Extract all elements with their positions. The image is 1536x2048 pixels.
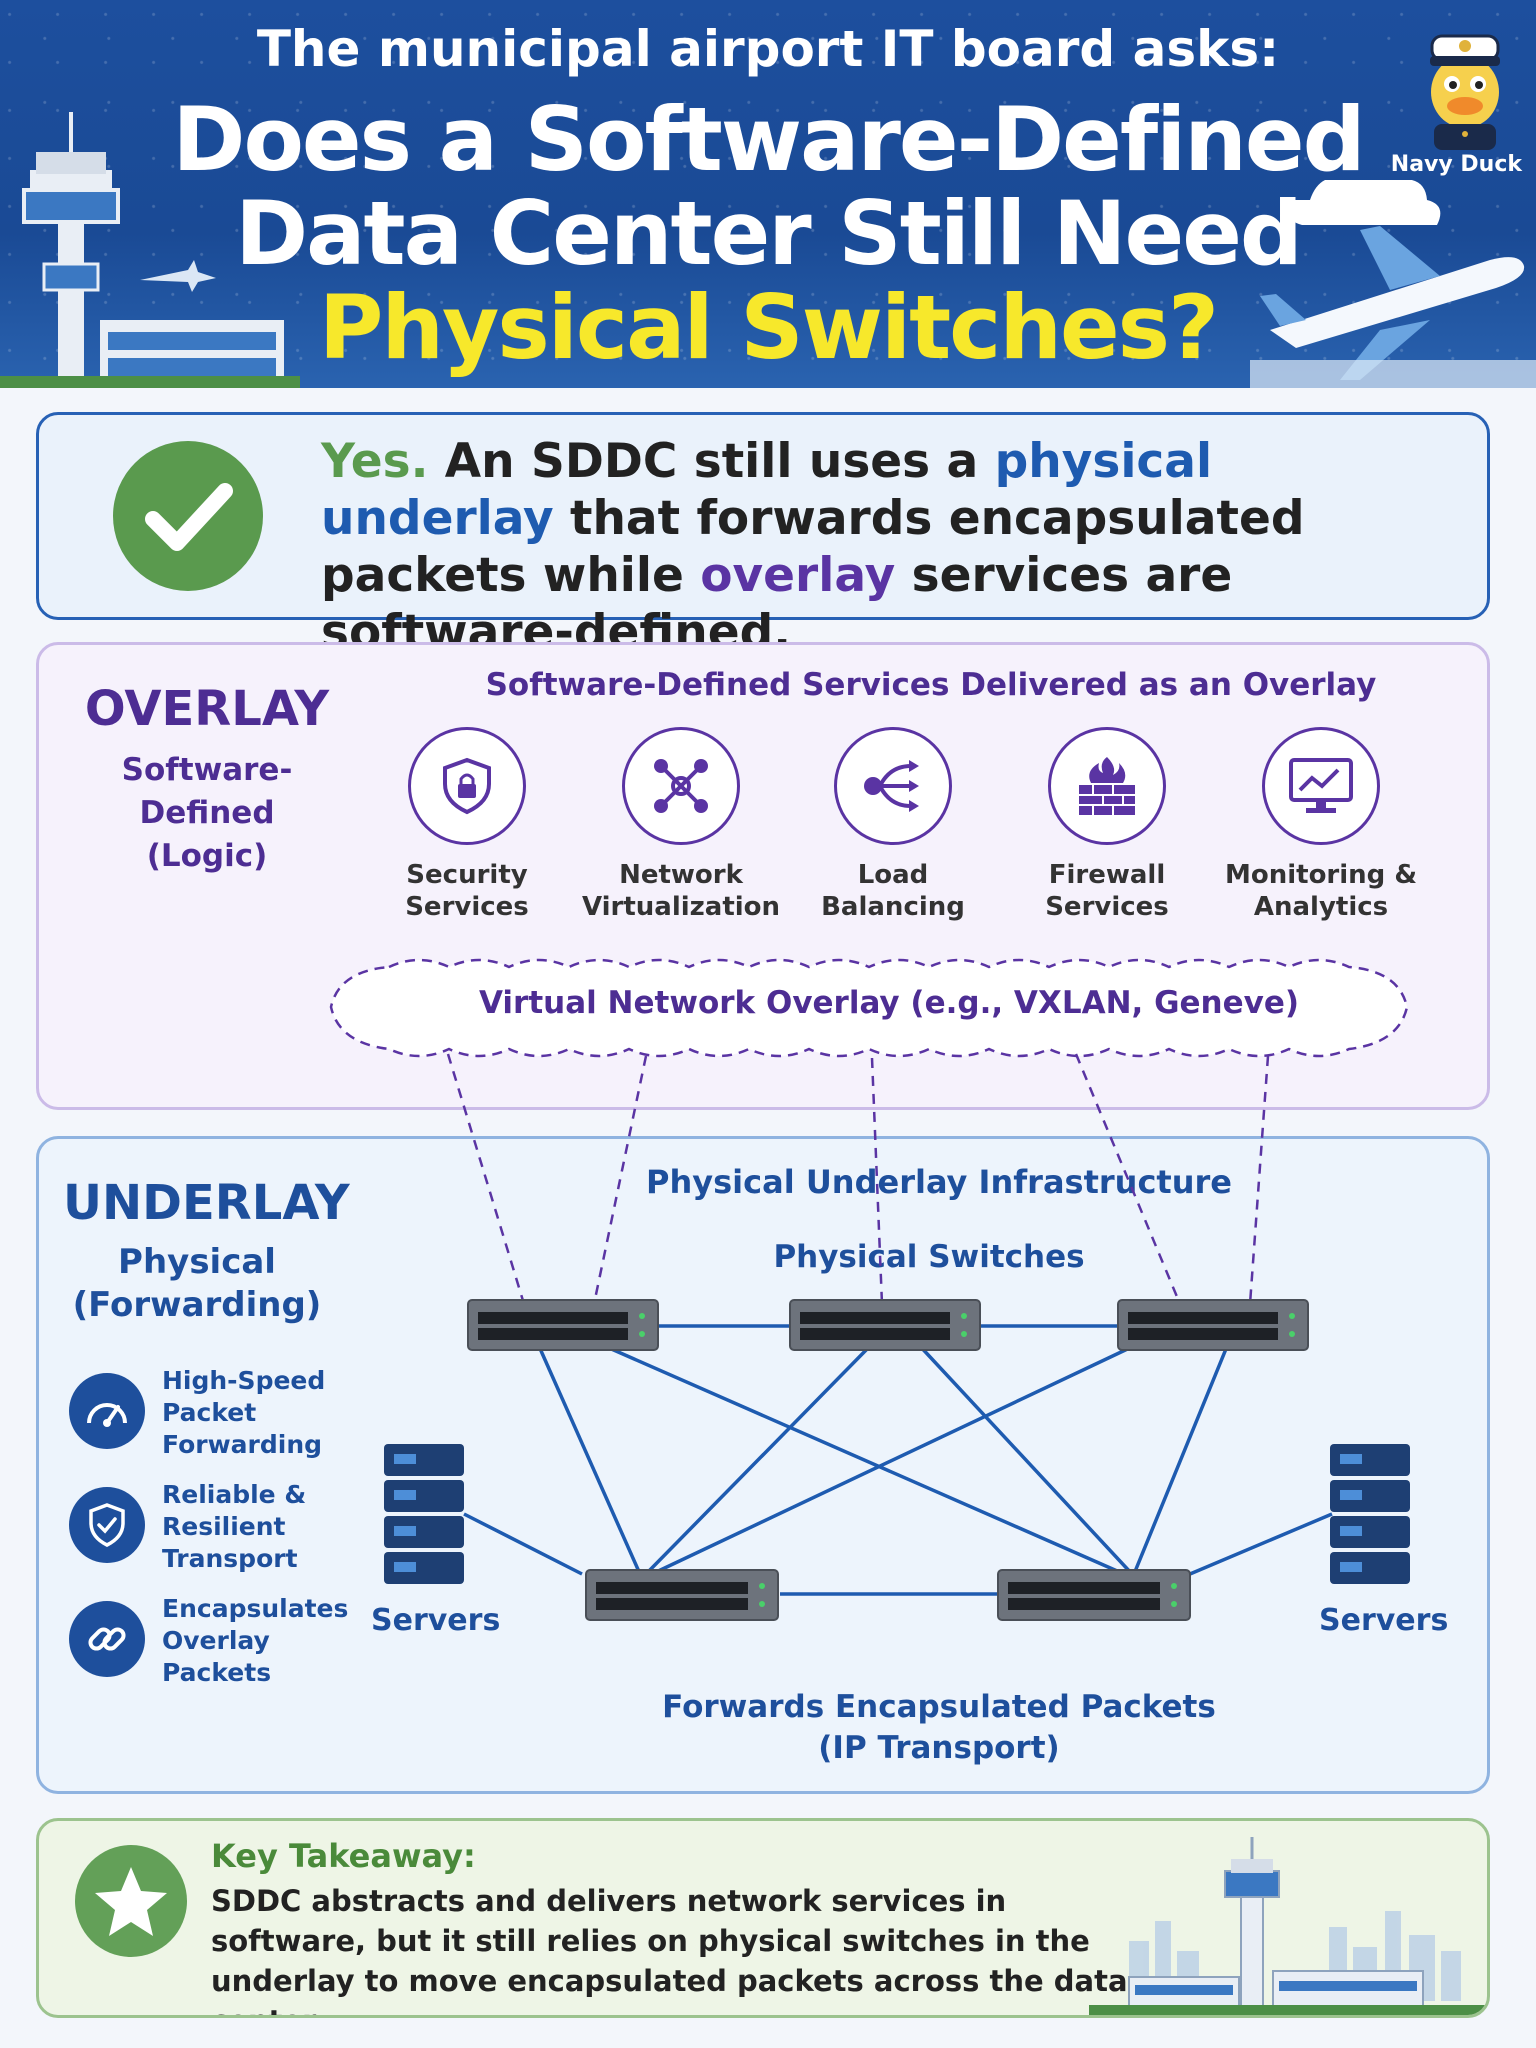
- service-label: Firewall Services: [1045, 860, 1169, 922]
- underlay-panel: UNDERLAY Physical (Forwarding) High-Spee…: [36, 1136, 1490, 1794]
- service-label: Load Balancing: [821, 860, 965, 922]
- takeaway-text: SDDC abstracts and delivers network serv…: [211, 1884, 1128, 2015]
- service-security: Security Services: [367, 727, 567, 923]
- answer-physical-underlay: physical underlay: [321, 434, 1213, 546]
- service-monitoring: Monitoring & Analytics: [1221, 727, 1421, 923]
- service-label: Monitoring & Analytics: [1224, 860, 1418, 922]
- network-nodes-icon: [622, 727, 740, 845]
- switches-heading: Physical Switches: [773, 1239, 1085, 1275]
- takeaway-title: Key Takeaway:: [211, 1837, 476, 1875]
- load-balancer-icon: [834, 727, 952, 845]
- airport-skyline-illustration: [1089, 1837, 1487, 2015]
- control-tower-illustration: [0, 112, 300, 388]
- star-icon: [75, 1845, 187, 1957]
- overlay-title: OVERLAY: [84, 681, 330, 737]
- checkmark-icon: [113, 441, 263, 591]
- navy-duck-mascot-icon: [1430, 34, 1500, 150]
- feature-label: Reliable & Resilient Transport: [162, 1480, 307, 1573]
- overlay-heading: Software-Defined Services Delivered as a…: [485, 667, 1377, 703]
- answer-yes: Yes.: [321, 434, 429, 489]
- title-line-3: Physical Switches?: [318, 276, 1219, 379]
- underlay-title: UNDERLAY: [63, 1175, 350, 1231]
- underlay-heading: Physical Underlay Infrastructure: [646, 1163, 1232, 1201]
- overlay-subtitle: Software-Defined (Logic): [121, 752, 293, 874]
- header-banner: The municipal airport IT board asks: Doe…: [0, 0, 1536, 388]
- answer-part-2: that forwards encapsulated packets while: [321, 491, 1305, 603]
- feature-encapsulates: Encapsulates Overlay Packets: [69, 1593, 348, 1693]
- firewall-icon: [1048, 727, 1166, 845]
- shield-check-icon: [69, 1487, 145, 1563]
- link-icon: [69, 1601, 145, 1677]
- overlay-panel: OVERLAY Software-Defined (Logic) Softwar…: [36, 642, 1490, 1110]
- answer-box: Yes. An SDDC still uses a physical under…: [36, 412, 1490, 660]
- airplane-illustration: [1250, 180, 1536, 388]
- takeaway-box: Key Takeaway: SDDC abstracts and deliver…: [36, 1818, 1490, 2018]
- service-label: Network Virtualization: [581, 860, 781, 922]
- service-label: Security Services: [405, 860, 529, 922]
- answer-part-1: An SDDC still uses a: [428, 434, 995, 489]
- speedometer-icon: [69, 1373, 145, 1449]
- virtual-network-label: Virtual Network Overlay (e.g., VXLAN, Ge…: [478, 985, 1300, 1021]
- shield-lock-icon: [408, 727, 526, 845]
- service-firewall: Firewall Services: [1007, 727, 1207, 923]
- answer-overlay: overlay: [700, 548, 896, 603]
- title-line-2: Data Center Still Need: [235, 182, 1303, 285]
- mascot-label: Navy Duck: [1390, 152, 1522, 177]
- answer-text: Yes. An SDDC still uses a physical under…: [321, 433, 1461, 661]
- servers-left-label: Servers: [371, 1603, 501, 1638]
- servers-right-label: Servers: [1319, 1603, 1449, 1638]
- feature-label: Encapsulates Overlay Packets: [162, 1594, 349, 1687]
- virtual-network-cloud: [329, 958, 1409, 1058]
- header-kicker: The municipal airport IT board asks:: [256, 20, 1280, 78]
- title-line-1: Does a Software-Defined: [172, 88, 1365, 191]
- forwards-label: Forwards Encapsulated Packets (IP Transp…: [662, 1689, 1216, 1766]
- feature-label: High-Speed Packet Forwarding: [162, 1366, 326, 1459]
- service-load-balancing: Load Balancing: [793, 727, 993, 923]
- feature-reliable: Reliable & Resilient Transport: [69, 1479, 329, 1579]
- service-network-virtualization: Network Virtualization: [581, 727, 781, 923]
- feature-high-speed: High-Speed Packet Forwarding: [69, 1365, 329, 1465]
- underlay-subtitle: Physical (Forwarding): [72, 1242, 322, 1325]
- monitor-chart-icon: [1262, 727, 1380, 845]
